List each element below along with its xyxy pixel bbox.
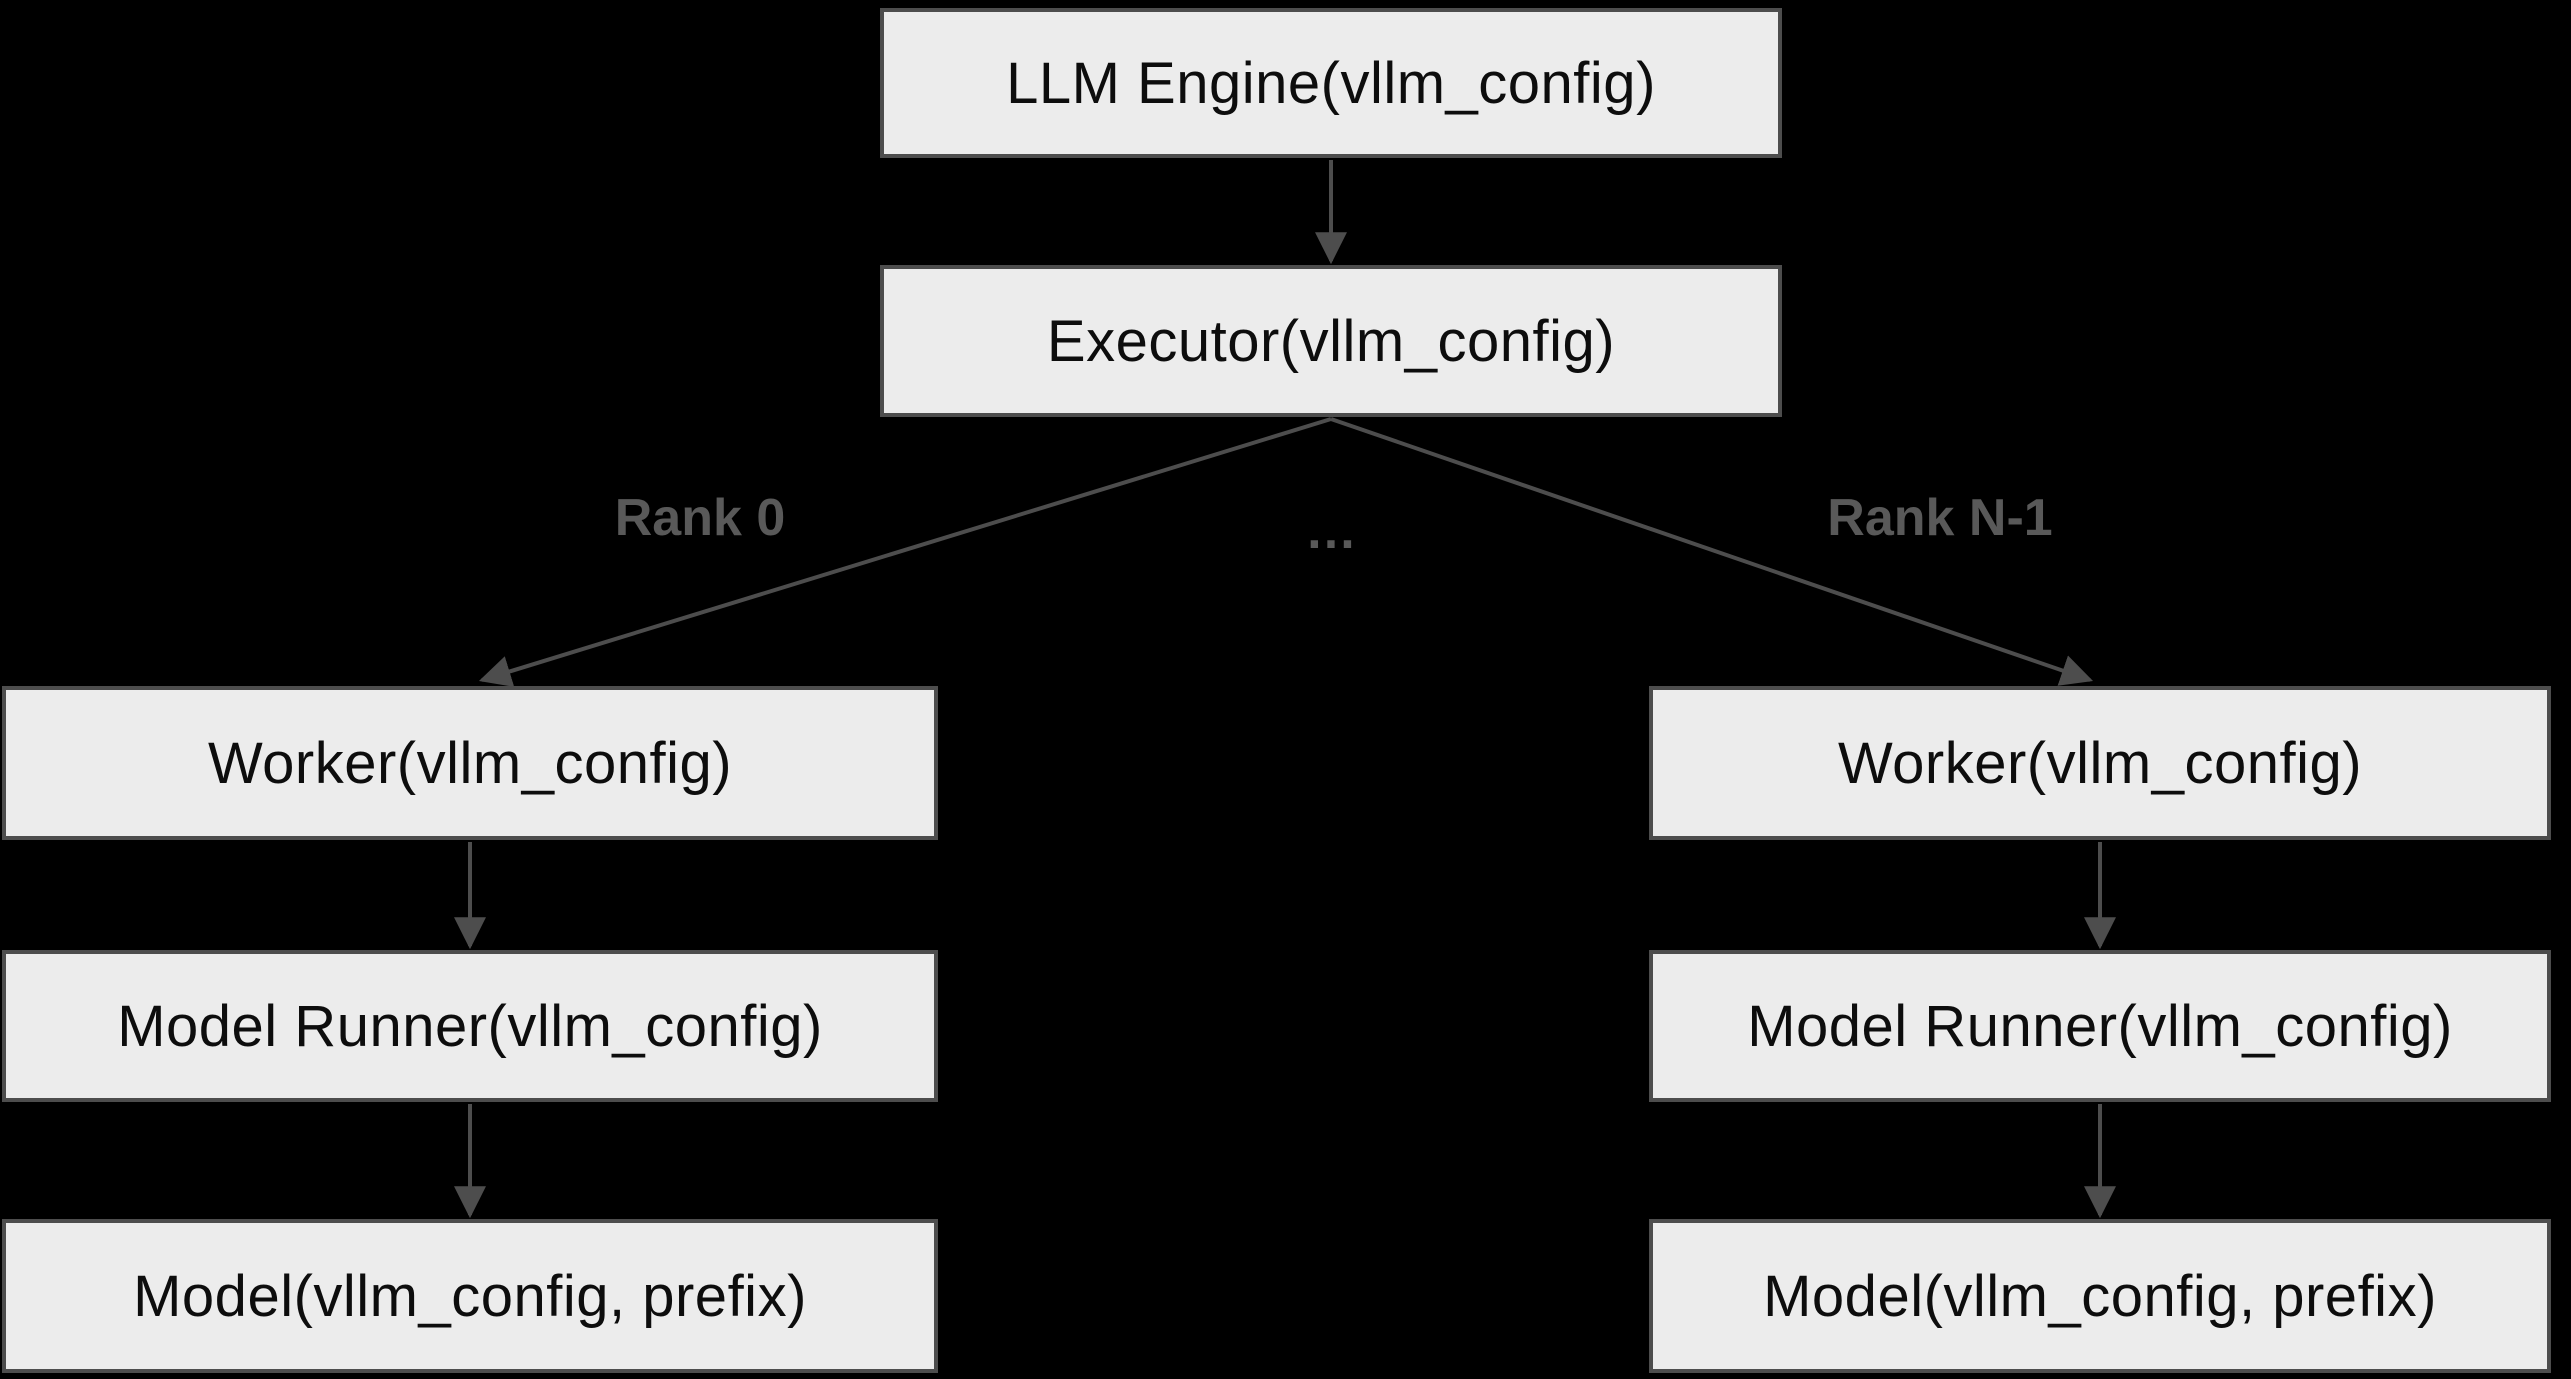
node-model-runner-rank0: Model Runner(vllm_config) [2,950,938,1102]
node-model-rank-n-label: Model(vllm_config, prefix) [1763,1263,2437,1329]
node-model-runner-rank0-label: Model Runner(vllm_config) [117,993,823,1059]
node-model-runner-rank-n: Model Runner(vllm_config) [1649,950,2551,1102]
node-llm-engine-label: LLM Engine(vllm_config) [1006,50,1656,116]
node-model-rank-n: Model(vllm_config, prefix) [1649,1219,2551,1373]
edge-label-rank-n-1: Rank N-1 [1827,489,2053,547]
node-worker-rank-n: Worker(vllm_config) [1649,686,2551,840]
edge-executor-to-worker-left [478,417,1332,687]
edge-label-ellipsis: … [1305,502,1357,560]
node-llm-engine: LLM Engine(vllm_config) [880,8,1782,158]
node-model-rank0: Model(vllm_config, prefix) [2,1219,938,1373]
edge-executor-to-worker-right [1330,417,2094,686]
node-worker-rank0: Worker(vllm_config) [2,686,938,840]
node-executor-label: Executor(vllm_config) [1046,308,1616,374]
node-executor: Executor(vllm_config) [880,265,1782,417]
node-worker-rank0-label: Worker(vllm_config) [207,730,733,796]
node-model-rank0-label: Model(vllm_config, prefix) [133,1263,807,1329]
edge-label-rank-0: Rank 0 [614,489,786,547]
node-worker-rank-n-label: Worker(vllm_config) [1837,730,2363,796]
node-model-runner-rank-n-label: Model Runner(vllm_config) [1747,993,2453,1059]
